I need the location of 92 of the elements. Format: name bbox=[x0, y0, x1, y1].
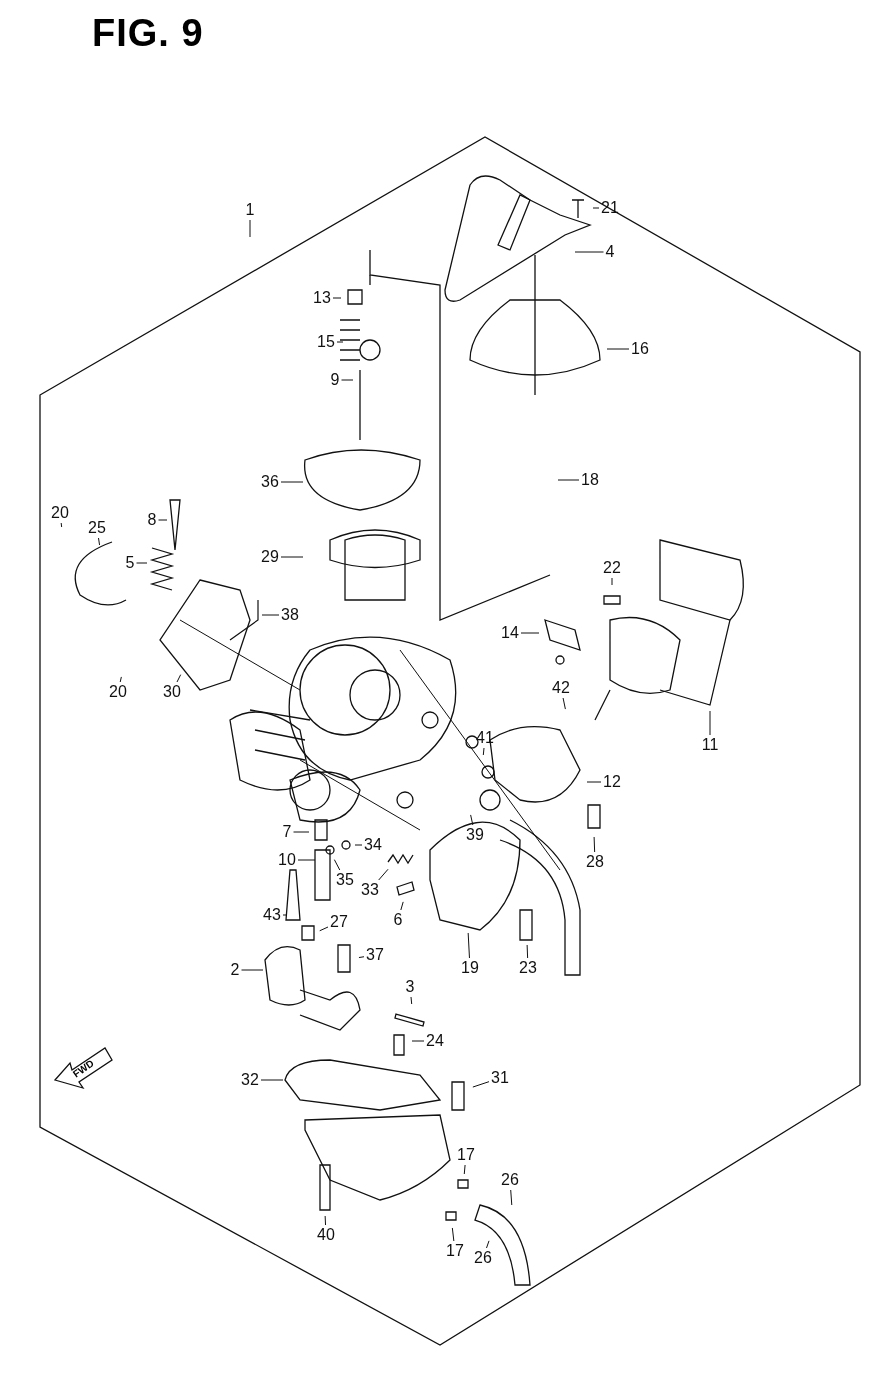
leader-line bbox=[333, 859, 341, 871]
leader-line bbox=[562, 697, 566, 710]
callout-number: 23 bbox=[519, 959, 537, 977]
leader-line bbox=[463, 1164, 466, 1175]
leader-line bbox=[136, 562, 148, 564]
callout-number: 6 bbox=[393, 911, 403, 929]
callout-number: 9 bbox=[330, 371, 340, 389]
callout-number: 36 bbox=[261, 473, 279, 491]
leader-line bbox=[611, 577, 613, 586]
leader-line bbox=[378, 868, 389, 881]
callout-number: 25 bbox=[88, 519, 106, 537]
leader-line bbox=[324, 1215, 327, 1226]
leader-line bbox=[410, 996, 413, 1005]
callout-number: 17 bbox=[457, 1146, 475, 1164]
callout-number: 39 bbox=[466, 826, 484, 844]
callout-number: 20 bbox=[51, 504, 69, 522]
leader-line bbox=[557, 479, 580, 481]
leader-line bbox=[593, 836, 596, 853]
callout-number: 29 bbox=[261, 548, 279, 566]
callout-number: 14 bbox=[501, 624, 519, 642]
leader-line bbox=[282, 914, 288, 916]
callout-number: 37 bbox=[366, 946, 384, 964]
callout-number: 13 bbox=[313, 289, 331, 307]
callout-number: 43 bbox=[263, 906, 281, 924]
leader-line bbox=[158, 519, 168, 521]
leader-line bbox=[520, 632, 540, 634]
leader-line bbox=[400, 901, 404, 911]
leader-line bbox=[293, 831, 310, 833]
callout-number: 34 bbox=[364, 836, 382, 854]
callout-number: 31 bbox=[491, 1069, 509, 1087]
callout-number: 12 bbox=[603, 773, 621, 791]
leader-line bbox=[341, 379, 354, 381]
leader-line bbox=[249, 219, 251, 238]
figure-title: FIG. 9 bbox=[92, 12, 204, 55]
callout-number: 2 bbox=[230, 961, 240, 979]
callout-number: 40 bbox=[317, 1226, 335, 1244]
leader-line bbox=[574, 251, 604, 253]
callout-number: 22 bbox=[603, 559, 621, 577]
callout-number: 16 bbox=[631, 340, 649, 358]
callout-number: 18 bbox=[581, 471, 599, 489]
leader-line bbox=[319, 926, 329, 932]
leader-line bbox=[526, 944, 529, 959]
leader-line bbox=[60, 522, 63, 528]
leader-line bbox=[332, 297, 342, 299]
leader-line bbox=[482, 747, 485, 756]
callout-number: 28 bbox=[586, 853, 604, 871]
leader-line bbox=[280, 556, 304, 558]
leader-line bbox=[510, 1189, 513, 1206]
leader-line bbox=[451, 1227, 455, 1242]
leader-line bbox=[260, 1079, 284, 1081]
callout-number: 15 bbox=[317, 333, 335, 351]
leader-line bbox=[241, 969, 264, 971]
callout-number: 32 bbox=[241, 1071, 259, 1089]
leader-line bbox=[358, 956, 365, 959]
callout-number: 30 bbox=[163, 683, 181, 701]
callout-number: 11 bbox=[701, 736, 719, 754]
leader-line bbox=[297, 859, 316, 861]
callout-number: 20 bbox=[109, 683, 127, 701]
leader-line bbox=[411, 1040, 425, 1042]
callout-number: 33 bbox=[361, 881, 379, 899]
leader-line bbox=[470, 814, 474, 826]
callout-number: 41 bbox=[476, 729, 494, 747]
callout-number: 10 bbox=[278, 851, 296, 869]
leader-line bbox=[354, 844, 363, 846]
callout-number: 1 bbox=[245, 201, 255, 219]
leader-line bbox=[586, 781, 602, 783]
callout-number: 26 bbox=[474, 1249, 492, 1267]
leader-line bbox=[592, 207, 600, 209]
callout-number: 26 bbox=[501, 1171, 519, 1189]
callout-number: 4 bbox=[605, 243, 615, 261]
leader-line bbox=[606, 348, 630, 350]
callout-number: 42 bbox=[552, 679, 570, 697]
callout-number: 5 bbox=[125, 554, 135, 572]
leader-line bbox=[261, 614, 280, 616]
callout-number: 7 bbox=[282, 823, 292, 841]
callout-number: 35 bbox=[336, 871, 354, 889]
leader-line bbox=[119, 676, 122, 683]
callout-number: 17 bbox=[446, 1242, 464, 1260]
leader-line bbox=[467, 932, 470, 959]
callout-number: 19 bbox=[461, 959, 479, 977]
callout-number: 3 bbox=[405, 978, 415, 996]
leader-line bbox=[709, 710, 711, 736]
leader-line bbox=[336, 341, 344, 343]
callout-number: 38 bbox=[281, 606, 299, 624]
leader-line bbox=[486, 1240, 490, 1249]
leader-line bbox=[472, 1081, 490, 1088]
leader-line bbox=[98, 537, 101, 546]
callout-number: 8 bbox=[147, 511, 157, 529]
callout-number: 27 bbox=[330, 913, 348, 931]
callout-number: 24 bbox=[426, 1032, 444, 1050]
leader-line bbox=[280, 481, 304, 483]
leader-line bbox=[176, 674, 182, 683]
